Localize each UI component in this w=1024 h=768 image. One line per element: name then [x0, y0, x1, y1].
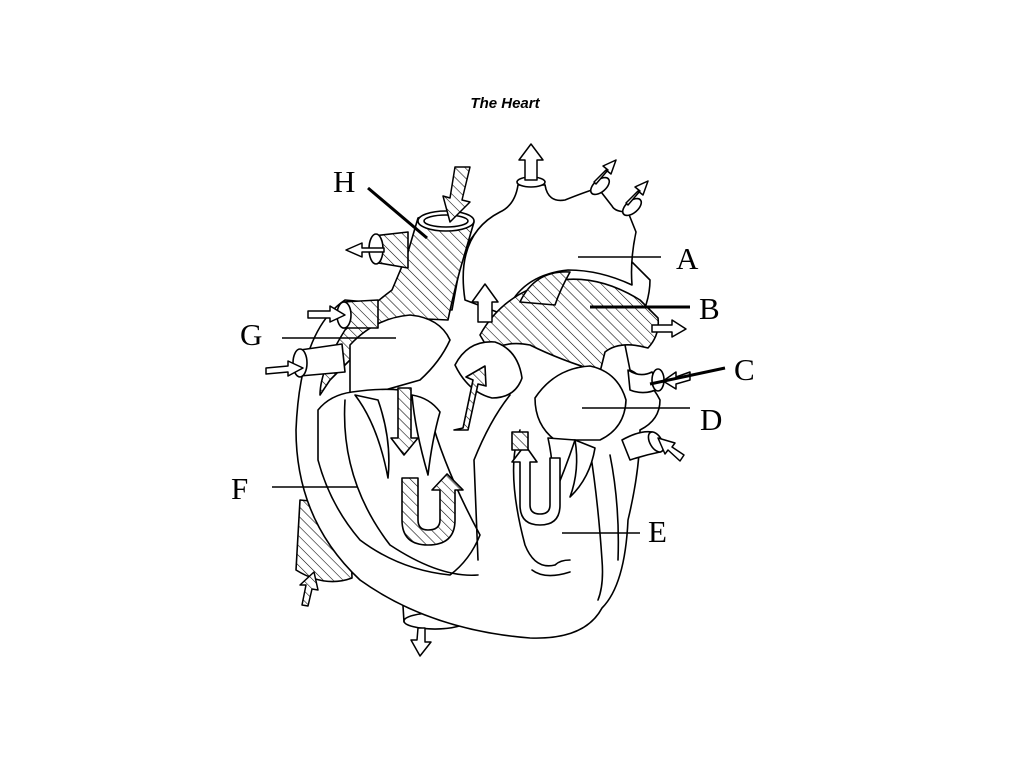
- svc-in-arrow: [442, 166, 471, 223]
- flow-arrow-rv-u: [401, 473, 464, 546]
- label-C: C: [734, 352, 755, 387]
- right-atrium: [349, 314, 451, 401]
- letter-labels: H A B C D E F G: [231, 164, 755, 549]
- label-A: A: [676, 241, 699, 276]
- pulmonary-out-arrow: [651, 319, 687, 338]
- left-vessel-in-arrow-1: [307, 305, 346, 323]
- left-ventricle-wall: [512, 429, 571, 567]
- left-vessel-out-arrow-1: [345, 242, 385, 258]
- leader-C: [649, 366, 726, 386]
- label-D: D: [700, 402, 722, 437]
- diagram-title: The Heart: [470, 95, 540, 112]
- left-vessel-in-arrow-2: [265, 360, 304, 377]
- ivc-in-arrow: [299, 571, 319, 607]
- tricuspid-valve: [354, 394, 390, 479]
- flow-arrow-ra-down: [390, 387, 419, 456]
- leader-H: [367, 186, 428, 240]
- carotid-out-arrow: [593, 159, 617, 185]
- heart-illustration: [265, 143, 691, 657]
- subclavian-out-arrow: [625, 180, 649, 206]
- label-B: B: [699, 291, 720, 326]
- label-E: E: [648, 514, 667, 549]
- aorta-out-arrow: [518, 143, 544, 181]
- pulmonary-vein-in-arrow-2: [657, 437, 685, 462]
- label-H: H: [333, 164, 355, 199]
- aorta: [462, 184, 637, 316]
- flow-arrow-lv-u: [511, 444, 561, 526]
- flow-arrow-pulm-up: [453, 365, 487, 431]
- flow-arrow-aorta-up: [471, 283, 499, 323]
- label-G: G: [240, 317, 262, 352]
- left-atrium: [534, 365, 627, 441]
- descending-aorta-out-arrow: [410, 627, 432, 657]
- label-F: F: [231, 471, 248, 506]
- label-leaders: [272, 186, 726, 534]
